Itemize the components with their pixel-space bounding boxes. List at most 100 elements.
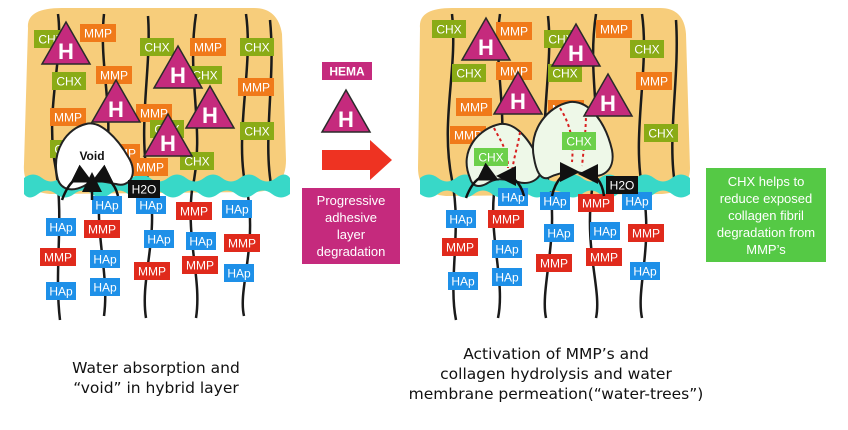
tag-label: HAp [501,191,525,205]
right-caption-line: collagen hydrolysis and water [440,365,672,383]
tag-label: CHX [456,67,481,81]
tag-label: HAp [633,265,657,279]
hema-triangle: H [582,72,634,117]
chx-tag: CHX [240,122,274,140]
mmp-tag: MMP [496,62,532,80]
tag-label: MMP [54,111,82,125]
right-caption-line: membrane permeation(“water-trees”) [408,385,704,403]
tag-label: CHX [56,75,81,89]
tag-label: HAp [49,221,73,235]
tag-label: HAp [93,253,117,267]
hema-triangle: H [90,78,142,123]
tag-label: HAp [449,213,473,227]
mmp-tag: MMP [578,194,614,212]
tag-label: MMP [446,241,474,255]
hap-tag: HAp [448,272,478,290]
tag-label: HAp [49,285,73,299]
mmp-tag: MMP [80,24,116,42]
tag-label: MMP [228,237,256,251]
tag-label: CHX [648,127,673,141]
mmp-tag: MMP [636,72,672,90]
tag-label: MMP [540,257,568,271]
tag-label: HAp [227,267,251,281]
void-bubble: Void [55,122,134,201]
tag-label: HAp [495,243,519,257]
chx-tag: CHX [474,148,508,166]
degradation-line: degradation [316,244,386,259]
mmp-tag: MMP [596,20,632,38]
tag-label: MMP [640,75,668,89]
hema-triangle-label: H [510,89,526,114]
hap-tag: HAp [446,210,476,228]
hema-triangle-label: H [170,63,186,88]
hap-tag: HAp [136,196,166,214]
tag-label: MMP [632,227,660,241]
tag-label: MMP [590,251,618,265]
mmp-tag: MMP [176,202,212,220]
tag-label: CHX [244,41,269,55]
hap-tag: HAp [90,250,120,268]
collagen-fibril [671,19,678,191]
mmp-tag: MMP [40,248,76,266]
chx-tag: CHX [52,72,86,90]
tag-label: MMP [180,205,208,219]
hema-triangle: H [320,88,372,133]
hema-label: HEMA [329,65,365,79]
hema-triangle-label: H [600,91,616,116]
water-flow-arrow [464,162,499,199]
hema-triangle: H [142,112,194,157]
tag-label: MMP [500,65,528,79]
chx-tag: CHX [548,64,582,82]
hema-triangle: H [492,70,544,115]
tag-label: MMP [600,23,628,37]
tag-label: MMP [186,259,214,273]
tag-label: HAp [451,275,475,289]
hap-tag: HAp [540,192,570,210]
hap-tag: HAp [224,264,254,282]
chx-note-box: CHX helps to reduce exposed collagen fib… [706,168,826,262]
hap-tag: HAp [90,278,120,296]
tag-label: MMP [44,251,72,265]
hap-tag: HAp [544,224,574,242]
left-caption-line: Water absorption and [72,359,240,377]
mmp-tag: MMP [586,248,622,266]
progress-arrow [322,140,392,180]
tag-label: MMP [460,101,488,115]
degradation-line: adhesive [324,210,378,225]
water-flow-arrow [496,166,526,197]
tag-label: HAp [543,195,567,209]
hap-tag: HAp [492,268,522,286]
hap-tag: HAp [630,262,660,280]
tag-label: CHX [566,135,591,149]
tag-label: MMP [100,69,128,83]
tag-label: MMP [242,81,270,95]
mmp-tag: MMP [84,220,120,238]
water-flow-arrow [578,164,606,197]
tag-label: HAp [95,199,119,213]
note-line: CHX helps to [727,173,805,189]
tag-label: HAp [625,195,649,209]
hema-triangle: H [550,22,602,67]
tag-label: CHX [144,41,169,55]
tag-label: CHX [192,69,217,83]
mmp-tag: MMP [628,224,664,242]
mmp-tag: MMP [456,98,492,116]
tag-label: MMP [88,223,116,237]
degradation-label-box: Progressive adhesive layer degradation [302,188,400,264]
hema-triangle-label: H [478,35,494,60]
mmp-tag: MMP [132,158,168,176]
hap-tag: HAp [186,232,216,250]
note-line: reduce exposed [719,190,813,206]
tag-label: HAp [93,281,117,295]
hema-triangle-label: H [108,97,124,122]
note-line: degradation from [716,224,816,240]
hema-triangle-label: H [160,131,176,156]
mmp-tag: MMP [134,262,170,280]
hema-triangle-label: H [58,39,74,64]
hap-tag: HAp [46,218,76,236]
mmp-tag: MMP [50,108,86,126]
h2o-tag: H2O [128,180,160,198]
tag-label: HAp [593,225,617,239]
chx-tag: CHX [452,64,486,82]
tag-label: CHX [184,155,209,169]
